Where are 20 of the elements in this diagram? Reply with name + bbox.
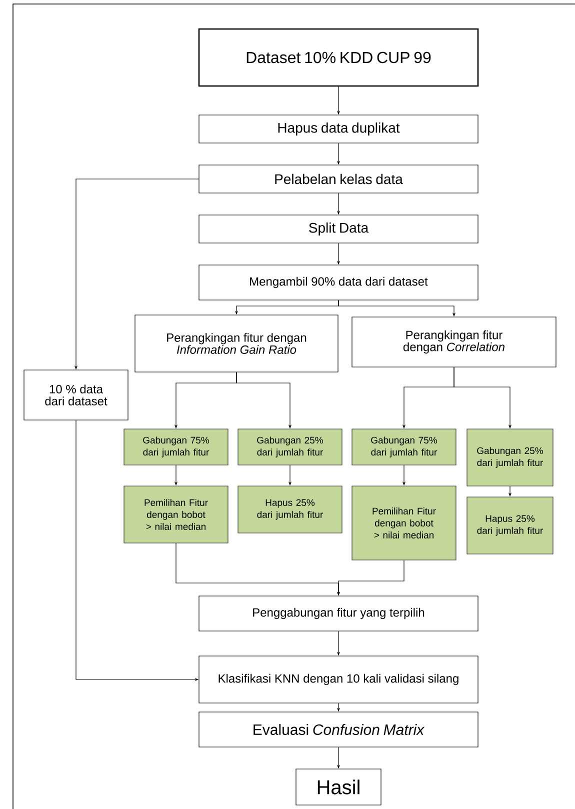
process-box: Mengambil 90% data dari dataset [198,264,478,300]
process-box: Klasifikasi KNN dengan 10 kali validasi silang [198,656,478,704]
feature-box: Hapus 25% dari jumlah fitur [238,486,342,534]
feature-box: Gabungan 25% dari jumlah fitur [466,428,554,486]
process-box: Hapus data duplikat [198,114,478,144]
process-box: Evaluasi Confusion Matrix [198,712,478,748]
process-box: Penggabungan fitur yang terpilih [198,596,478,632]
process-box: Hasil [296,768,382,806]
feature-box: Gabungan 75% dari jumlah fitur [352,428,456,466]
process-box: Perangkingan fitur dengan Correlation [352,316,556,368]
feature-box: Pemilihan Fitur dengan bobot > nilai median [124,486,228,544]
feature-box: Hapus 25% dari jumlah fitur [466,496,554,554]
feature-box: Gabungan 25% dari jumlah fitur [238,428,342,466]
process-box: Pelabelan kelas data [198,164,478,194]
feature-box: Gabungan 75% dari jumlah fitur [124,428,228,466]
process-box: Split Data [198,214,478,244]
process-box: Perangkingan fitur dengan Information Gain Ratio [134,314,338,372]
process-box: Dataset 10% KDD CUP 99 [198,28,479,87]
feature-box: Pemilihan Fitur dengan bobot > nilai median [352,486,456,560]
process-box: 10 % data dari dataset [24,370,128,420]
